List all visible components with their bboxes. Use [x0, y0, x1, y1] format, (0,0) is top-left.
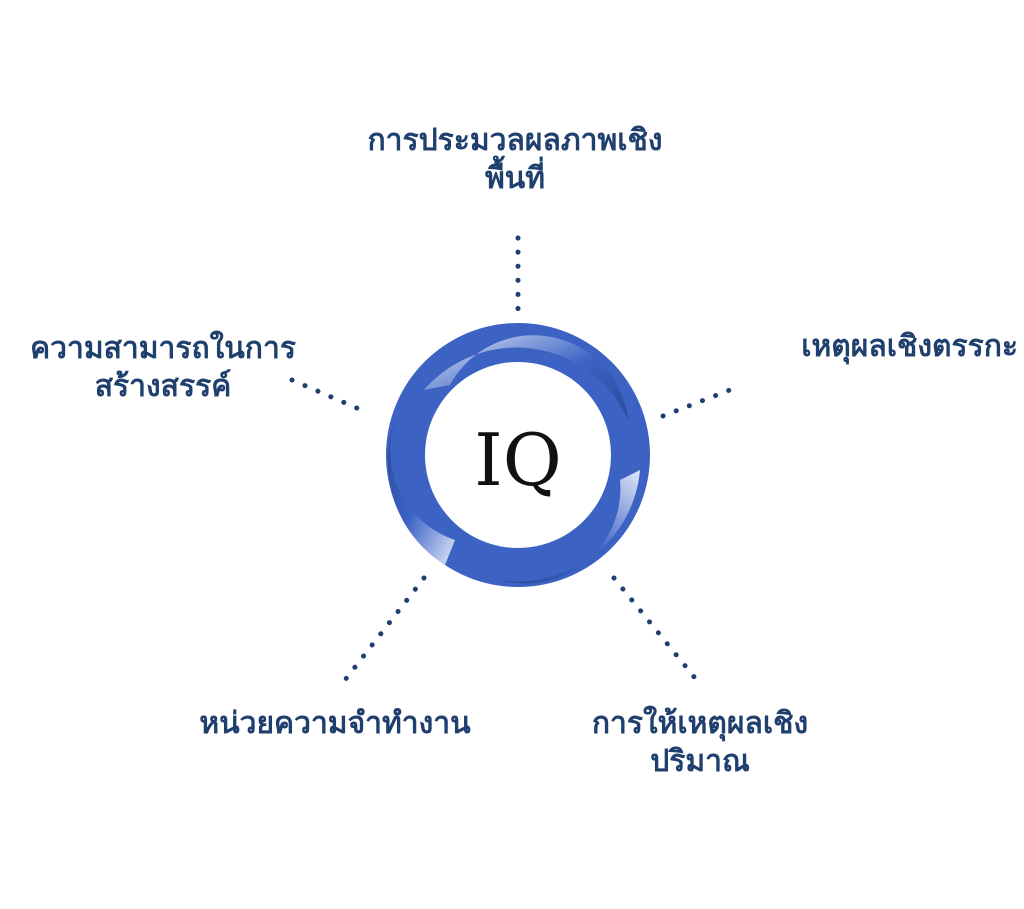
node-label-line: หน่วยความจำทำงาน	[199, 706, 471, 741]
node-label-line: การประมวลผลภาพเชิง	[367, 123, 663, 158]
node-label-line: สร้างสรรค์	[94, 369, 232, 404]
connector-right	[660, 383, 743, 419]
node-label-line: ปริมาณ	[650, 744, 750, 779]
node-label-line: เหตุผลเชิงตรรกะ	[801, 329, 1018, 364]
node-label-bottom-left: หน่วยความจำทำงาน	[150, 705, 520, 743]
connector-bottom-right	[611, 575, 698, 681]
swirl-band-1	[424, 335, 628, 420]
center-label: IQ	[474, 418, 561, 502]
connector-left	[289, 377, 369, 415]
node-label-bottom-right: การให้เหตุผลเชิง ปริมาณ	[545, 705, 855, 781]
ring-inner-disc	[425, 362, 611, 548]
swirl-band-2	[500, 470, 640, 584]
node-label-right: เหตุผลเชิงตรรกะ	[700, 328, 1018, 366]
node-label-line: ความสามารถในการ	[30, 331, 296, 366]
node-label-line: พื้นที่	[484, 161, 546, 196]
swirl-band-3	[387, 420, 455, 565]
node-label-left: ความสามารถในการ สร้างสรรค์	[4, 330, 322, 406]
swirl-ring	[386, 323, 650, 587]
node-label-line: การให้เหตุผลเชิง	[591, 706, 809, 741]
node-label-top: การประมวลผลภาพเชิง พื้นที่	[330, 122, 700, 198]
connector-bottom-left	[342, 575, 427, 683]
